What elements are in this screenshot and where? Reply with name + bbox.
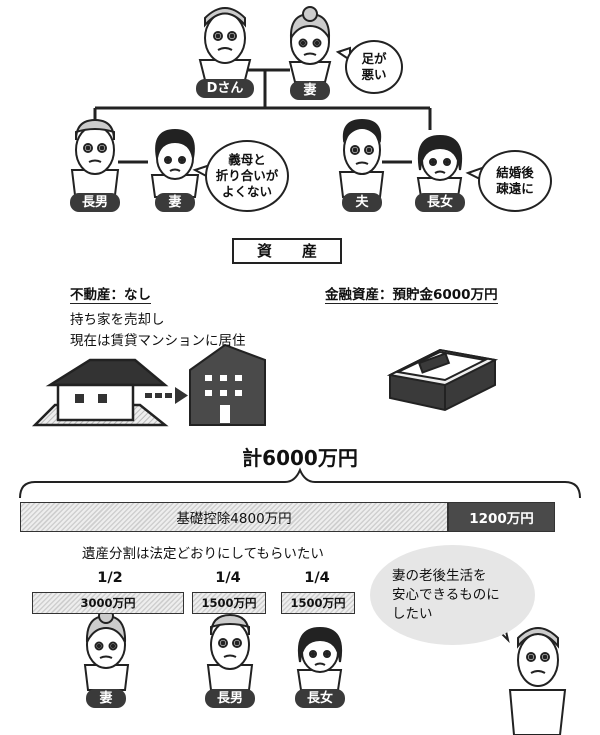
- total-brace: [19, 467, 581, 499]
- nameplate-husband: 夫: [342, 193, 382, 212]
- deduction-bar: 基礎控除4800万円 1200万円: [20, 502, 555, 532]
- share-amount-son: 1500万円: [192, 592, 266, 614]
- eldest-daughter-figure: [416, 134, 463, 198]
- bubble-wife-top: 足が 悪い: [345, 40, 403, 94]
- bubble-line: 悪い: [361, 67, 387, 82]
- bottom-son-figure: [206, 613, 254, 691]
- bubble-line: 疎遠に: [496, 181, 534, 196]
- eldest-son-figure: [70, 118, 120, 196]
- son-wife-figure: [150, 128, 200, 198]
- d-san-figure: [198, 7, 252, 81]
- wish-line: 妻の老後生活を: [392, 567, 487, 584]
- bubble-son-wife: 義母と 折り合いが よくない: [205, 140, 289, 212]
- nameplate-son-wife: 妻: [155, 193, 195, 212]
- real-estate-label: 不動産：なし: [70, 283, 151, 304]
- wish-bubble: 妻の老後生活を 安心できるものに したい: [370, 545, 535, 645]
- nameplate-bottom-son: 長男: [205, 689, 255, 708]
- wish-line: 安心できるものに: [392, 586, 500, 603]
- bottom-d-san-figure: [508, 627, 567, 735]
- nameplate-wife-top: 妻: [290, 81, 330, 100]
- bubble-line: 義母と: [228, 152, 266, 167]
- bubble-line: 足が: [361, 51, 387, 66]
- assets-title: 資 産: [232, 238, 342, 264]
- nameplate-eldest-son: 長男: [70, 193, 120, 212]
- bottom-daughter-figure: [296, 626, 343, 691]
- bubble-line: 結婚後: [496, 165, 534, 180]
- real-estate-note-line2: 現在は賃貸マンションに居住: [70, 333, 246, 349]
- bubble-daughter: 結婚後 疎遠に: [478, 150, 552, 212]
- wish-line: したい: [392, 605, 433, 622]
- division-caption: 遺産分割は法定どおりにしてもらいたい: [82, 546, 324, 562]
- financial-assets-label: 金融資産：預貯金6000万円: [325, 283, 498, 304]
- share-amount-wife: 3000万円: [32, 592, 184, 614]
- excess-segment: 1200万円: [448, 502, 555, 532]
- basic-deduction-segment: 基礎控除4800万円: [20, 502, 448, 532]
- nameplate-d-san: Dさん: [196, 79, 254, 98]
- money-stack-icon: [386, 348, 499, 412]
- share-fraction-wife: 1/2: [97, 570, 123, 586]
- nameplate-bottom-wife: 妻: [86, 689, 126, 708]
- family-tree-lines: [93, 68, 432, 164]
- house-icon: [31, 358, 169, 427]
- husband-figure: [338, 118, 385, 198]
- share-fraction-daughter: 1/4: [304, 570, 330, 586]
- nameplate-eldest-daughter: 長女: [415, 193, 465, 212]
- wife-top-figure: [288, 6, 332, 83]
- nameplate-bottom-daughter: 長女: [295, 689, 345, 708]
- share-amount-daughter: 1500万円: [281, 592, 355, 614]
- share-fraction-son: 1/4: [215, 570, 241, 586]
- arrow-icon: [145, 387, 188, 404]
- bubble-line: よくない: [221, 184, 272, 199]
- real-estate-note-line1: 持ち家を売却し: [70, 312, 165, 328]
- bubble-line: 折り合いが: [215, 168, 279, 183]
- apartment-icon: [189, 343, 266, 426]
- total-amount: 計6000万円: [242, 446, 358, 470]
- bottom-wife-figure: [83, 608, 130, 691]
